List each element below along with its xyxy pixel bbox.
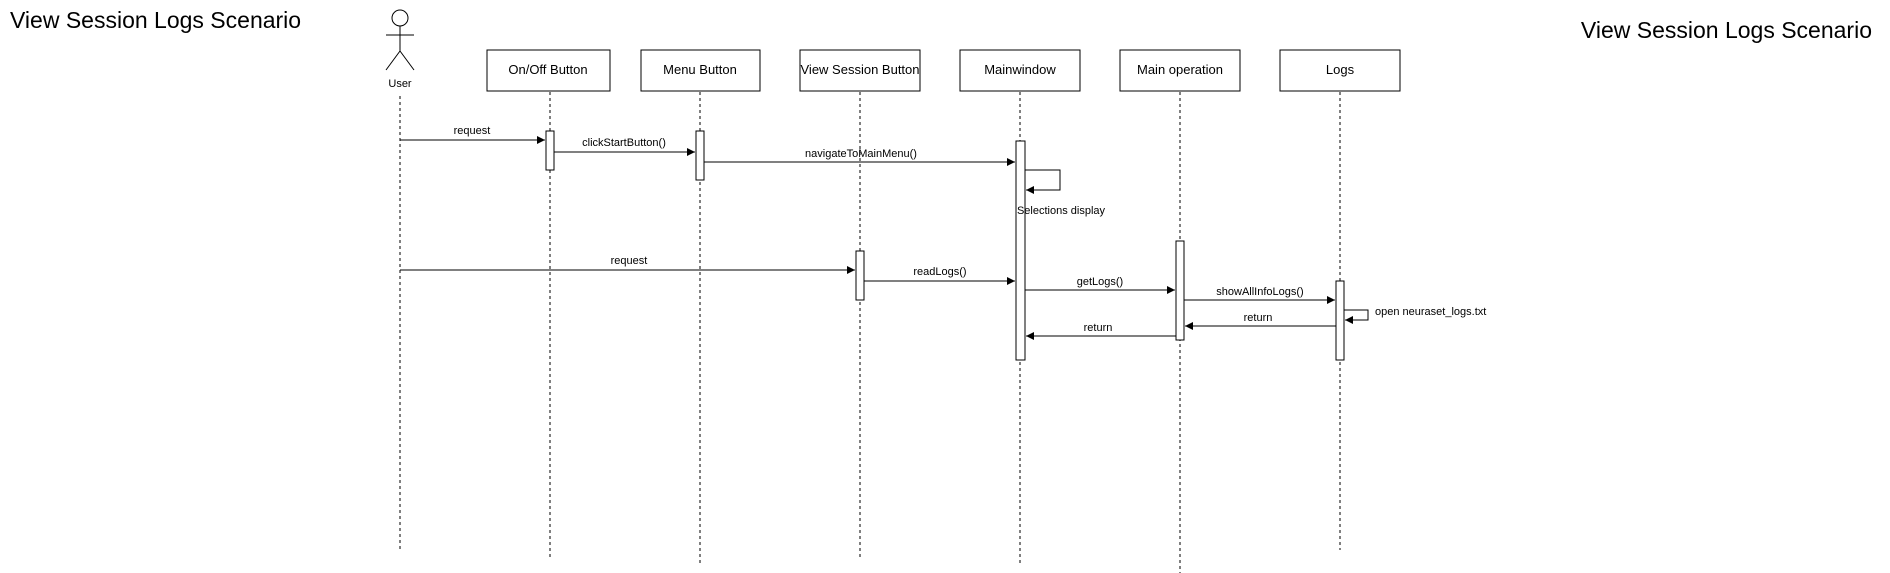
actor-label: User <box>388 78 412 90</box>
participant-box <box>799 49 921 92</box>
message-label: Selections display <box>1017 205 1106 217</box>
participant-box <box>1279 49 1401 92</box>
activation-view-session-button <box>855 250 865 301</box>
participant-label: View Session Button <box>801 62 920 77</box>
self-message-arrow <box>1025 169 1061 194</box>
participant-label: On/Off Button <box>508 62 587 77</box>
participant-box <box>640 49 761 92</box>
participant-mainwindow: Mainwindow <box>959 49 1081 92</box>
message-label: clickStartButton() <box>582 137 666 149</box>
activation-menu-button <box>695 130 705 181</box>
message-label: return <box>1244 312 1273 324</box>
message-label: navigateToMainMenu() <box>805 148 917 160</box>
user-stick-figure-icon <box>385 9 415 71</box>
participant-box <box>486 49 611 92</box>
participant-view-session-button: View Session Button <box>799 49 921 92</box>
message-label: readLogs() <box>913 266 966 278</box>
activation-bars <box>545 130 1345 361</box>
activation-mainwindow <box>1015 140 1026 361</box>
message-label: showAllInfoLogs() <box>1216 286 1303 298</box>
activation-onoff-button <box>545 130 555 171</box>
participant-onoff-button: On/Off Button <box>486 49 611 92</box>
participant-label: Main operation <box>1137 62 1223 77</box>
page-title-left: View Session Logs Scenario <box>10 7 301 33</box>
self-message-arrow <box>1344 309 1369 324</box>
participant-box <box>959 49 1081 92</box>
participant-logs: Logs <box>1279 49 1401 92</box>
participant-label: Menu Button <box>663 62 737 77</box>
participant-main-operation: Main operation <box>1119 49 1241 92</box>
message-label: return <box>1084 322 1113 334</box>
message-label: open neuraset_logs.txt <box>1375 306 1486 318</box>
activation-logs <box>1335 280 1345 361</box>
lifelines <box>399 92 1341 573</box>
messages <box>400 136 1369 340</box>
activation-main-operation <box>1175 240 1185 341</box>
participant-box <box>1119 49 1241 92</box>
message-label: request <box>454 125 491 137</box>
participant-label: Mainwindow <box>984 62 1056 77</box>
message-label: getLogs() <box>1077 276 1123 288</box>
participant-menu-button: Menu Button <box>640 49 761 92</box>
message-labels: request clickStartButton() navigateToMai… <box>454 125 1487 334</box>
participant-label: Logs <box>1326 62 1355 77</box>
page-title-right: View Session Logs Scenario <box>1581 17 1872 43</box>
message-label: request <box>611 255 648 267</box>
participants: On/Off Button Menu Button View Session B… <box>486 49 1401 92</box>
actor-user: User <box>385 9 415 90</box>
